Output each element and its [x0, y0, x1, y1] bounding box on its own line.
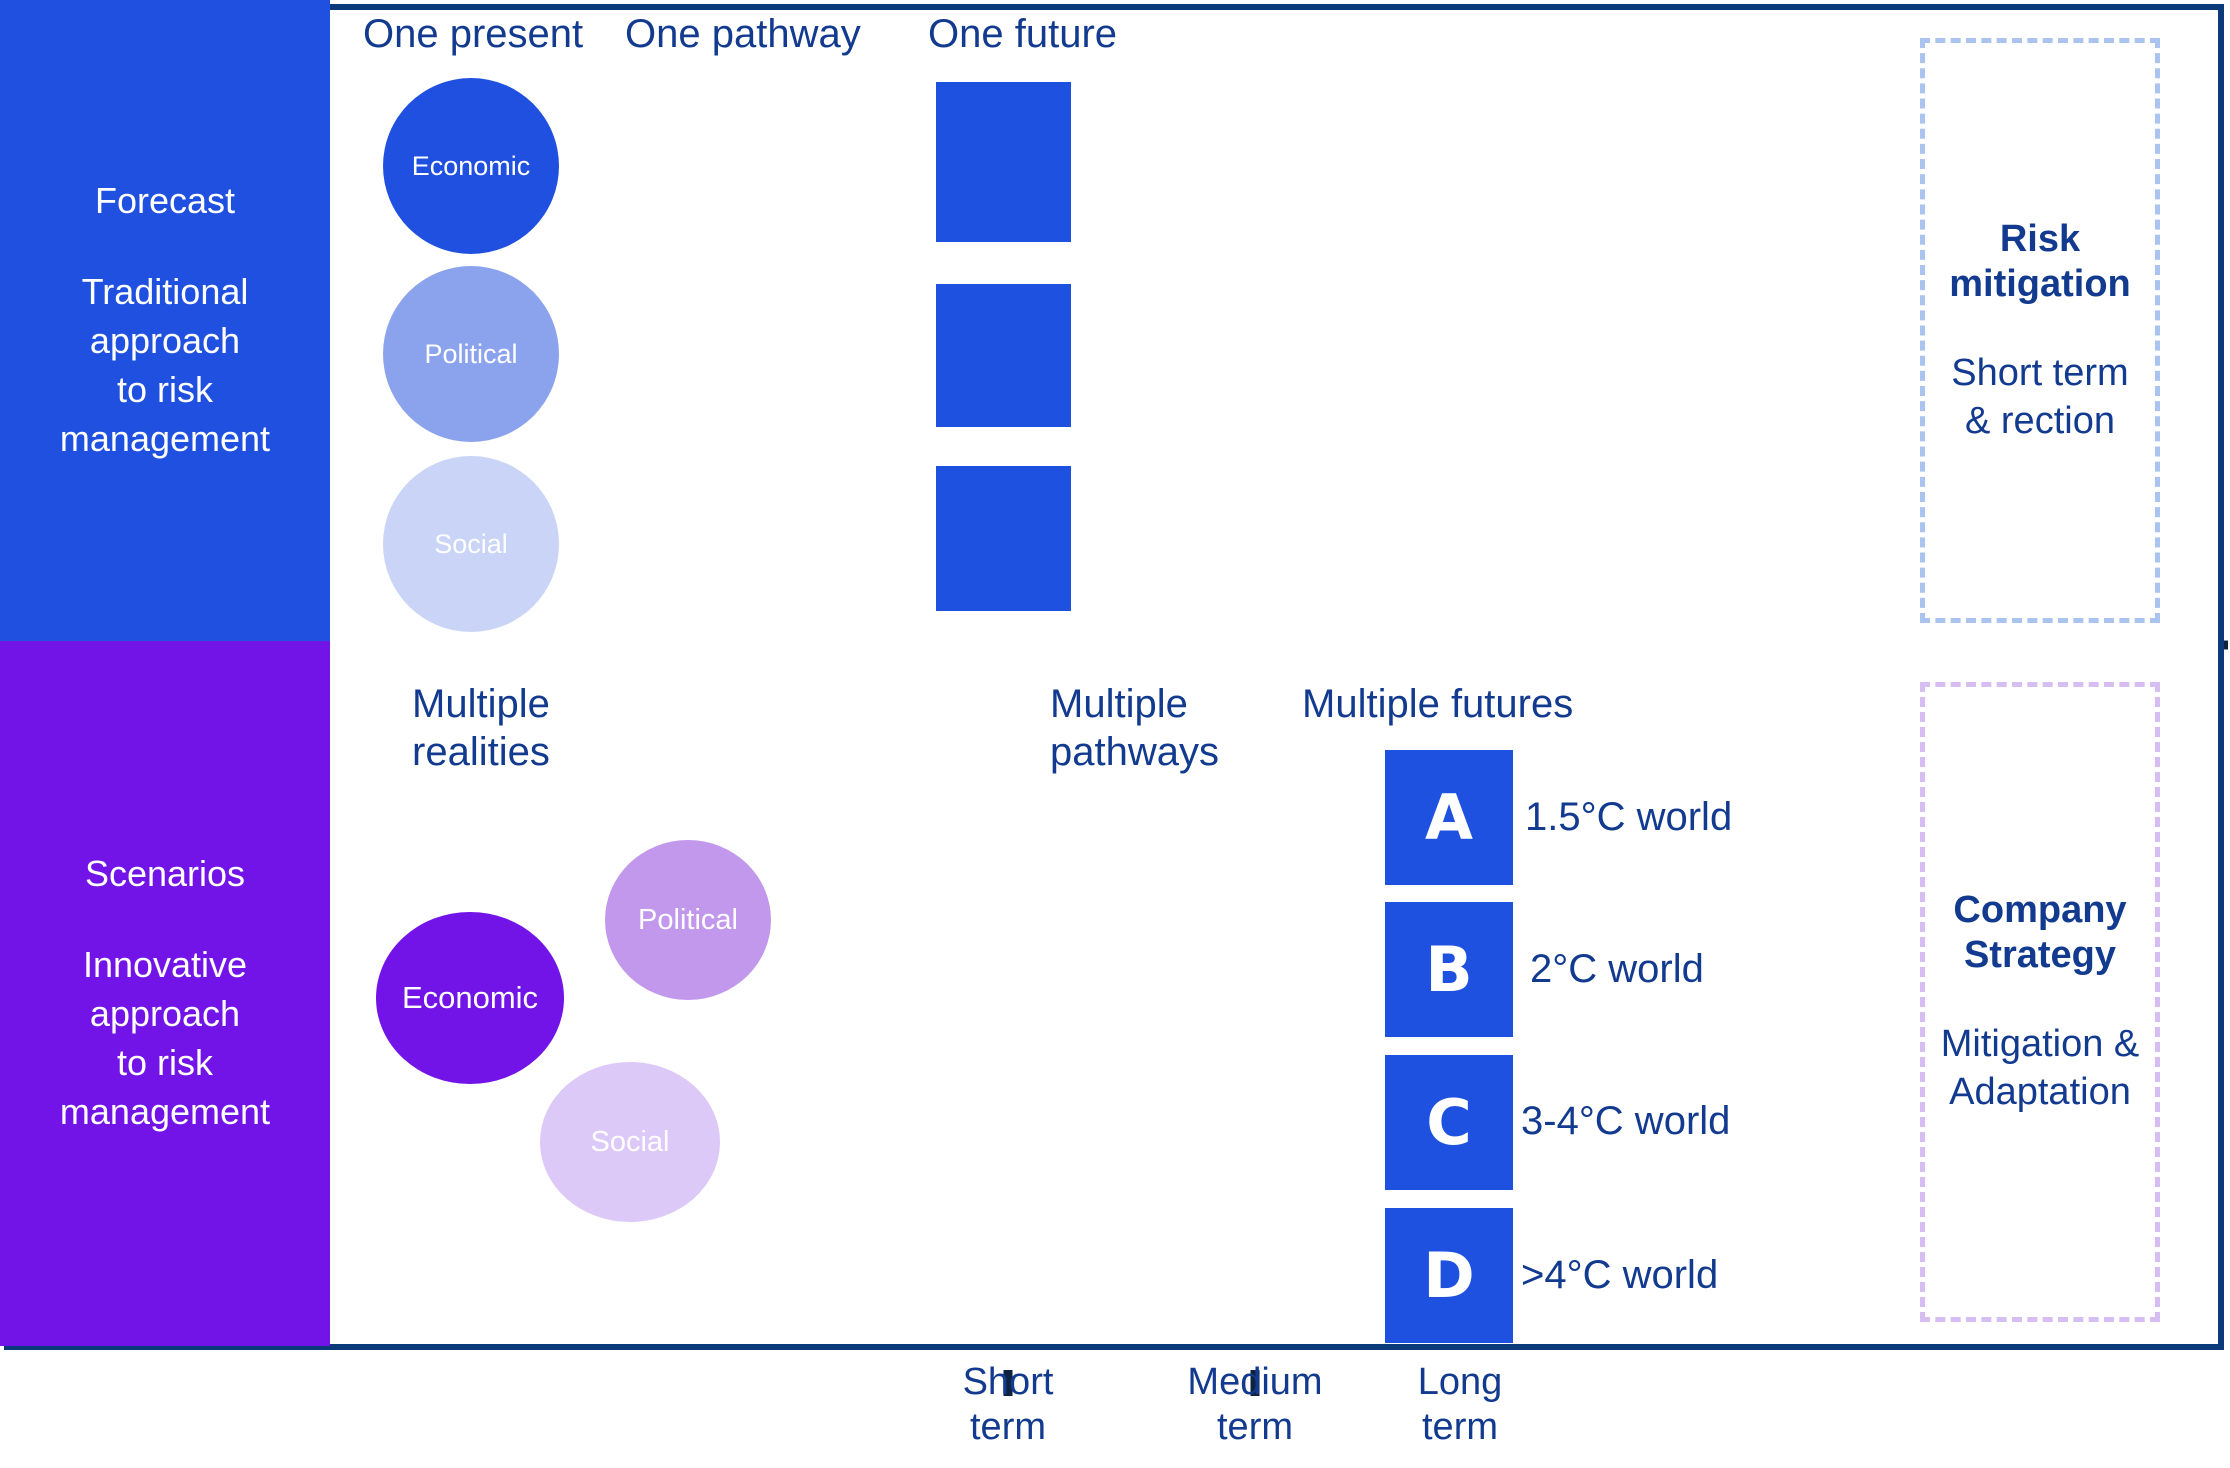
one-future-box-2[interactable] [936, 284, 1071, 427]
header-multiple-futures: Multiple futures [1302, 682, 1574, 726]
one-future-box-1[interactable] [936, 82, 1071, 242]
scenario-box-d[interactable]: D [1385, 1208, 1513, 1343]
scenario-box-b[interactable]: B [1385, 902, 1513, 1037]
scenario-letter: A [1425, 781, 1473, 854]
sidebar-scenarios-title: Scenarios [84, 852, 246, 894]
bubble-scenario-social[interactable]: Social [540, 1062, 720, 1222]
scenario-letter: D [1423, 1239, 1475, 1312]
bubble-label: Economic [411, 150, 531, 181]
scenario-world-a: 1.5°C world [1525, 795, 1733, 839]
scenario-world-c: 3-4°C world [1521, 1099, 1731, 1143]
one-future-box-3[interactable] [936, 466, 1071, 611]
panel-risk-subtitle: Short term& rection [1951, 351, 2129, 442]
bubble-scenario-economic[interactable]: Economic [376, 912, 564, 1084]
scenario-letter: B [1425, 933, 1473, 1006]
diagram-frame [4, 4, 2224, 1350]
scenario-box-a[interactable]: A [1385, 750, 1513, 885]
bubble-label: Economic [401, 980, 539, 1015]
bubble-scenario-political[interactable]: Political [605, 840, 771, 1000]
bubble-label: Social [434, 528, 508, 559]
bubble-label: Political [638, 903, 738, 936]
bubble-label: Political [424, 338, 518, 369]
sidebar-forecast-title: Forecast [94, 179, 236, 221]
scenario-world-b: 2°C world [1530, 947, 1704, 991]
bubble-forecast-social[interactable]: Social [383, 456, 559, 632]
bubble-forecast-political[interactable]: Political [383, 266, 559, 442]
header-one-future: One future [928, 12, 1118, 56]
scenario-letter: C [1426, 1086, 1472, 1159]
header-one-present: One present [363, 12, 584, 56]
scenario-world-d: >4°C world [1521, 1253, 1719, 1297]
scenario-box-c[interactable]: C [1385, 1055, 1513, 1190]
bubble-label: Social [590, 1125, 670, 1158]
panel-strategy-subtitle: Mitigation &Adaptation [1940, 1023, 2140, 1113]
bubble-forecast-economic[interactable]: Economic [383, 78, 559, 254]
header-one-pathway: One pathway [625, 12, 861, 56]
